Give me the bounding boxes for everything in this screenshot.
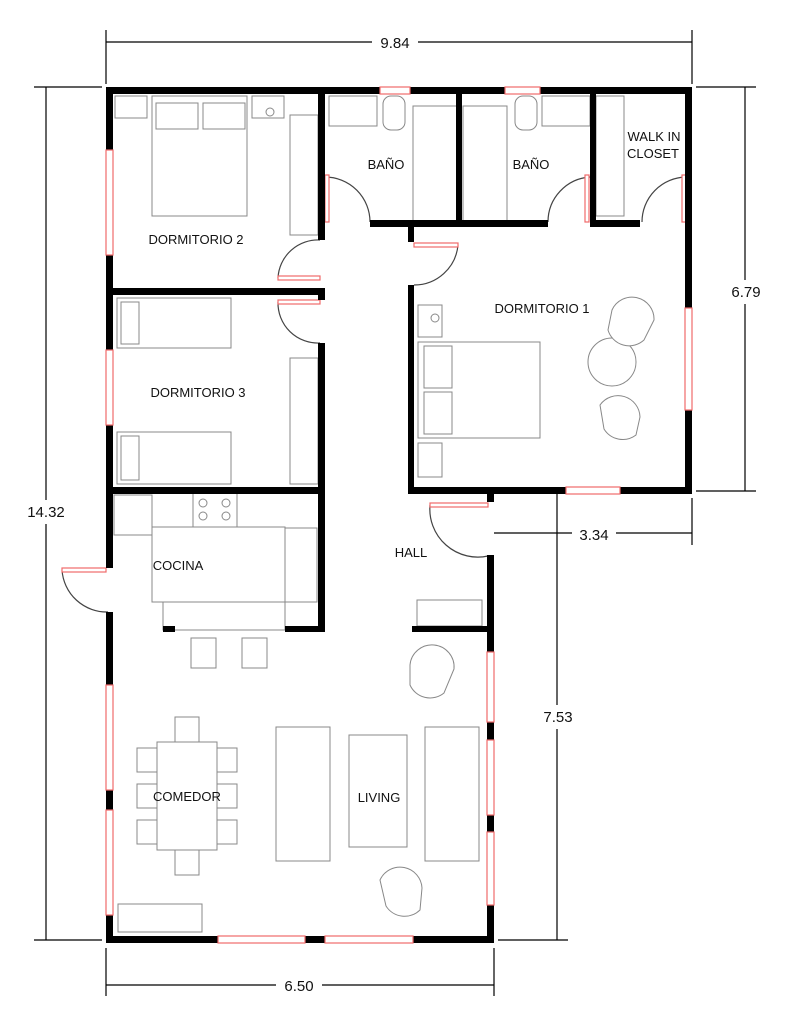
sofa [424,726,480,862]
bathtub [462,105,508,223]
furniture [113,95,655,933]
hall-cabinet [416,599,483,627]
wardrobe [289,357,319,485]
lamp-icon [430,313,440,323]
nightstand [114,95,148,119]
room-label-cocina: COCINA [153,558,204,573]
sofa [275,726,331,862]
room-label-closet-line1: WALK IN [628,129,681,144]
armchair [599,395,641,440]
room-label-dormitorio-3: DORMITORIO 3 [150,385,245,400]
room-labels: DORMITORIO 2 DORMITORIO 3 DORMITORIO 1 B… [148,129,680,805]
dimension-lines: 9.84 6.79 3.34 7.53 14.32 6.50 [18,30,768,996]
bar-stool [241,637,268,669]
nightstand [251,95,285,119]
chair [174,849,200,876]
bar-stool [190,637,217,669]
room-label-living: LIVING [358,790,401,805]
dimension-living-height: 7.53 [543,709,572,726]
toilet [382,95,406,131]
sink [328,95,378,127]
room-label-bano-2: BAÑO [513,157,550,172]
room-label-closet-line2: CLOSET [627,146,679,161]
bathtub [412,105,458,223]
nightstand [417,304,443,338]
wardrobe [289,114,319,236]
dimension-total-height: 14.32 [27,504,65,521]
windows [105,86,693,944]
coffee-table [348,734,408,848]
room-label-comedor: COMEDOR [153,789,221,804]
dimension-dorm1-height: 6.79 [731,284,760,301]
doors [61,174,687,613]
room-label-hall: HALL [395,545,428,560]
dimension-living-width: 6.50 [284,978,313,995]
room-label-dormitorio-1: DORMITORIO 1 [494,301,589,316]
fridge [113,494,153,536]
armchair [409,644,455,699]
armchair [379,866,423,917]
closet-shelves [595,95,625,217]
nightstand [417,442,443,478]
kitchen-island [162,601,286,631]
kitchen-sink [284,527,318,603]
chair [174,716,200,743]
sideboard [117,903,203,933]
sink [541,95,591,127]
lamp-icon [265,107,275,117]
room-label-bano-1: BAÑO [368,157,405,172]
stove [192,492,238,528]
dimension-dorm1-offset: 3.34 [579,527,608,544]
room-label-dormitorio-2: DORMITORIO 2 [148,232,243,247]
toilet [514,95,538,131]
armchair [607,296,655,347]
dimension-total-width: 9.84 [380,35,409,52]
